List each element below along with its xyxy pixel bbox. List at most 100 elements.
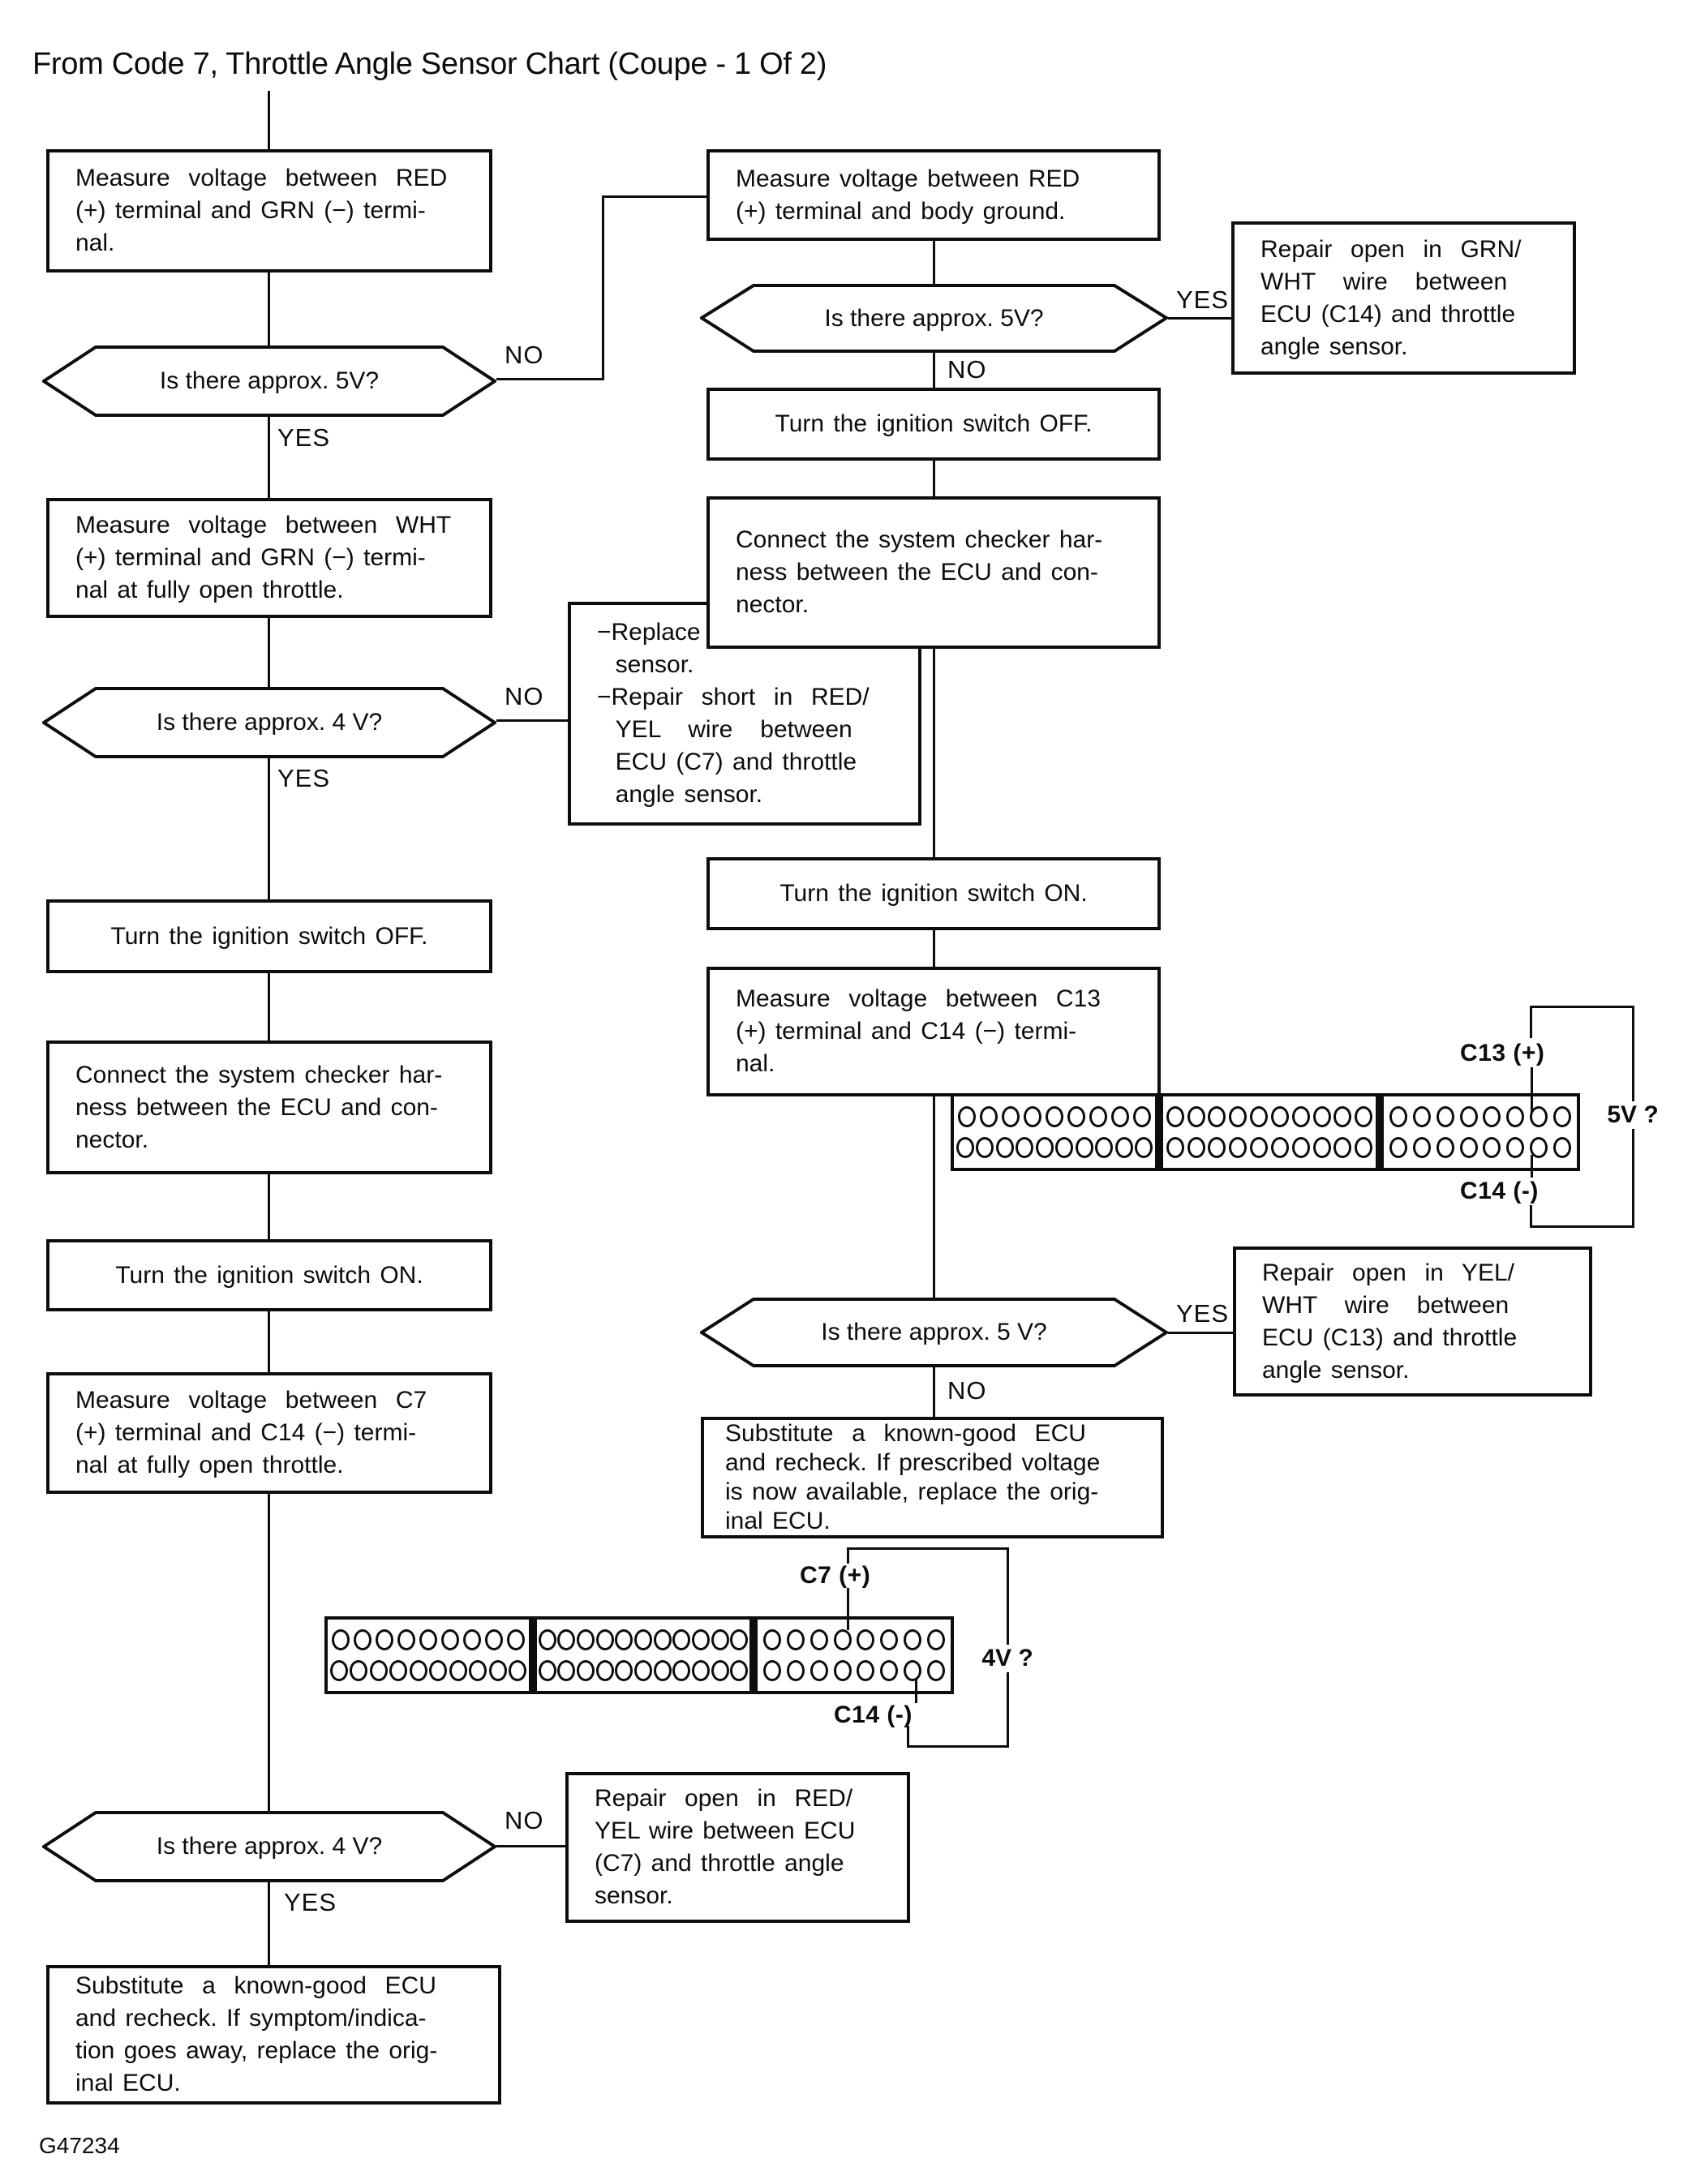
- connector-pin: [1055, 1137, 1074, 1158]
- connector-pin: [691, 1629, 710, 1650]
- connector-pin: [730, 1660, 749, 1681]
- decision-approx-5v-bottom: Is there approx. 5 V?: [700, 1298, 1168, 1367]
- yes-label: YES: [1176, 285, 1230, 314]
- connector-pin: [1530, 1106, 1548, 1127]
- connector-pin: [1229, 1106, 1248, 1127]
- connector-pin: [809, 1660, 828, 1681]
- connector-pin: [576, 1660, 595, 1681]
- decision-text: Is there approx. 5V?: [824, 304, 1044, 332]
- connector-pin: [1412, 1137, 1431, 1158]
- flow-line: [933, 1367, 935, 1417]
- flow-line-yes: [1168, 317, 1233, 320]
- connector-pin: [711, 1660, 729, 1681]
- connector-pin: [441, 1629, 459, 1650]
- connector-pin: [507, 1629, 525, 1650]
- connector-pin: [980, 1106, 998, 1127]
- flow-line: [933, 241, 935, 285]
- decision-approx-5v-right: Is there approx. 5V?: [700, 284, 1168, 353]
- c13-positive-label: C13 (+): [1460, 1040, 1545, 1066]
- connector-pin: [672, 1660, 691, 1681]
- connector-pin: [1459, 1137, 1478, 1158]
- connector-pin: [485, 1629, 503, 1650]
- bracket-line: [847, 1547, 1009, 1550]
- connector-pin: [1355, 1137, 1373, 1158]
- hexagon-shape: [42, 687, 496, 758]
- c7-label-line: [847, 1547, 849, 1564]
- connector-pin: [1250, 1106, 1269, 1127]
- c13-pin-line: [1531, 1067, 1533, 1113]
- connector-pin: [1016, 1137, 1034, 1158]
- flow-line: [268, 1173, 270, 1239]
- connector-pin: [1089, 1106, 1107, 1127]
- connector-pin: [1046, 1106, 1063, 1127]
- connector-pin: [509, 1660, 527, 1681]
- connector-pin: [1035, 1137, 1054, 1158]
- connector-pin: [711, 1629, 729, 1650]
- connector-pin: [633, 1660, 652, 1681]
- flow-line: [268, 615, 270, 687]
- connector-pin: [995, 1137, 1014, 1158]
- connector-pin: [1506, 1106, 1525, 1127]
- yes-label: YES: [277, 764, 331, 792]
- connector-pin: [653, 1660, 672, 1681]
- ecu-connector-diagram-right: [951, 1093, 1580, 1171]
- no-label: NO: [505, 341, 544, 369]
- c14-pin-line-left: [915, 1679, 917, 1703]
- connector-pin: [786, 1629, 805, 1650]
- flow-line: [268, 1492, 270, 1813]
- connector-pin: [1312, 1106, 1331, 1127]
- connector-pin: [857, 1660, 875, 1681]
- connector-pin: [488, 1660, 507, 1681]
- flow-line: [933, 649, 935, 857]
- connector-pin: [1412, 1106, 1431, 1127]
- connector-pin: [1553, 1137, 1571, 1158]
- flow-line-no: [496, 719, 569, 722]
- no-label: NO: [505, 1806, 544, 1834]
- connector-pin: [538, 1629, 556, 1650]
- connector-pin: [956, 1137, 974, 1158]
- connector-pin: [958, 1106, 976, 1127]
- connector-pin: [786, 1660, 805, 1681]
- decision-approx-5v-left: Is there approx. 5V?: [42, 345, 496, 417]
- connector-group-1: [328, 1620, 529, 1691]
- connector-pin: [809, 1629, 828, 1650]
- connector-group-1: [954, 1096, 1155, 1168]
- connector-pin: [1355, 1106, 1373, 1127]
- voltage-question-4v: 4V ?: [955, 1645, 1060, 1672]
- connector-pin: [1208, 1137, 1226, 1158]
- hexagon-shape: [42, 345, 496, 417]
- connector-pin: [538, 1660, 556, 1681]
- flow-line-no: [496, 378, 603, 380]
- decision-text: Is there approx. 5V?: [159, 367, 380, 394]
- decision-approx-4v-left: Is there approx. 4 V?: [42, 687, 496, 758]
- bracket-line: [1530, 1225, 1634, 1228]
- step-measure-red-grn: Measure voltage between RED (+) terminal…: [46, 149, 492, 272]
- page-title: From Code 7, Throttle Angle Sensor Chart…: [32, 47, 827, 81]
- step-ignition-off-left: Turn the ignition switch OFF.: [46, 899, 492, 973]
- connector-pin: [1483, 1137, 1501, 1158]
- flow-line-yes: [1168, 1332, 1235, 1334]
- flow-line-no: [496, 1845, 567, 1847]
- connector-pin: [633, 1629, 652, 1650]
- connector-pin: [354, 1629, 371, 1650]
- flow-line: [933, 1095, 935, 1299]
- flow-line-no: [602, 195, 604, 380]
- connector-pin: [1389, 1106, 1407, 1127]
- bracket-line: [1530, 1006, 1532, 1038]
- connector-pin: [1111, 1106, 1129, 1127]
- step-measure-red-ground: Measure voltage between RED (+) terminal…: [706, 149, 1161, 241]
- hexagon-shape: [42, 1811, 496, 1882]
- connector-pin: [653, 1629, 672, 1650]
- c7-pin-line: [847, 1588, 849, 1630]
- connector-pin: [880, 1660, 899, 1681]
- flow-line: [268, 972, 270, 1041]
- connector-pin: [1133, 1106, 1151, 1127]
- step-ignition-off-right: Turn the ignition switch OFF.: [706, 388, 1161, 461]
- step-connect-checker-left: Connect the system checker har- ness bet…: [46, 1041, 492, 1174]
- connector-pin: [904, 1660, 922, 1681]
- no-label: NO: [947, 1376, 987, 1405]
- connector-pin: [463, 1629, 481, 1650]
- flow-line: [268, 91, 270, 151]
- connector-pin: [1291, 1106, 1310, 1127]
